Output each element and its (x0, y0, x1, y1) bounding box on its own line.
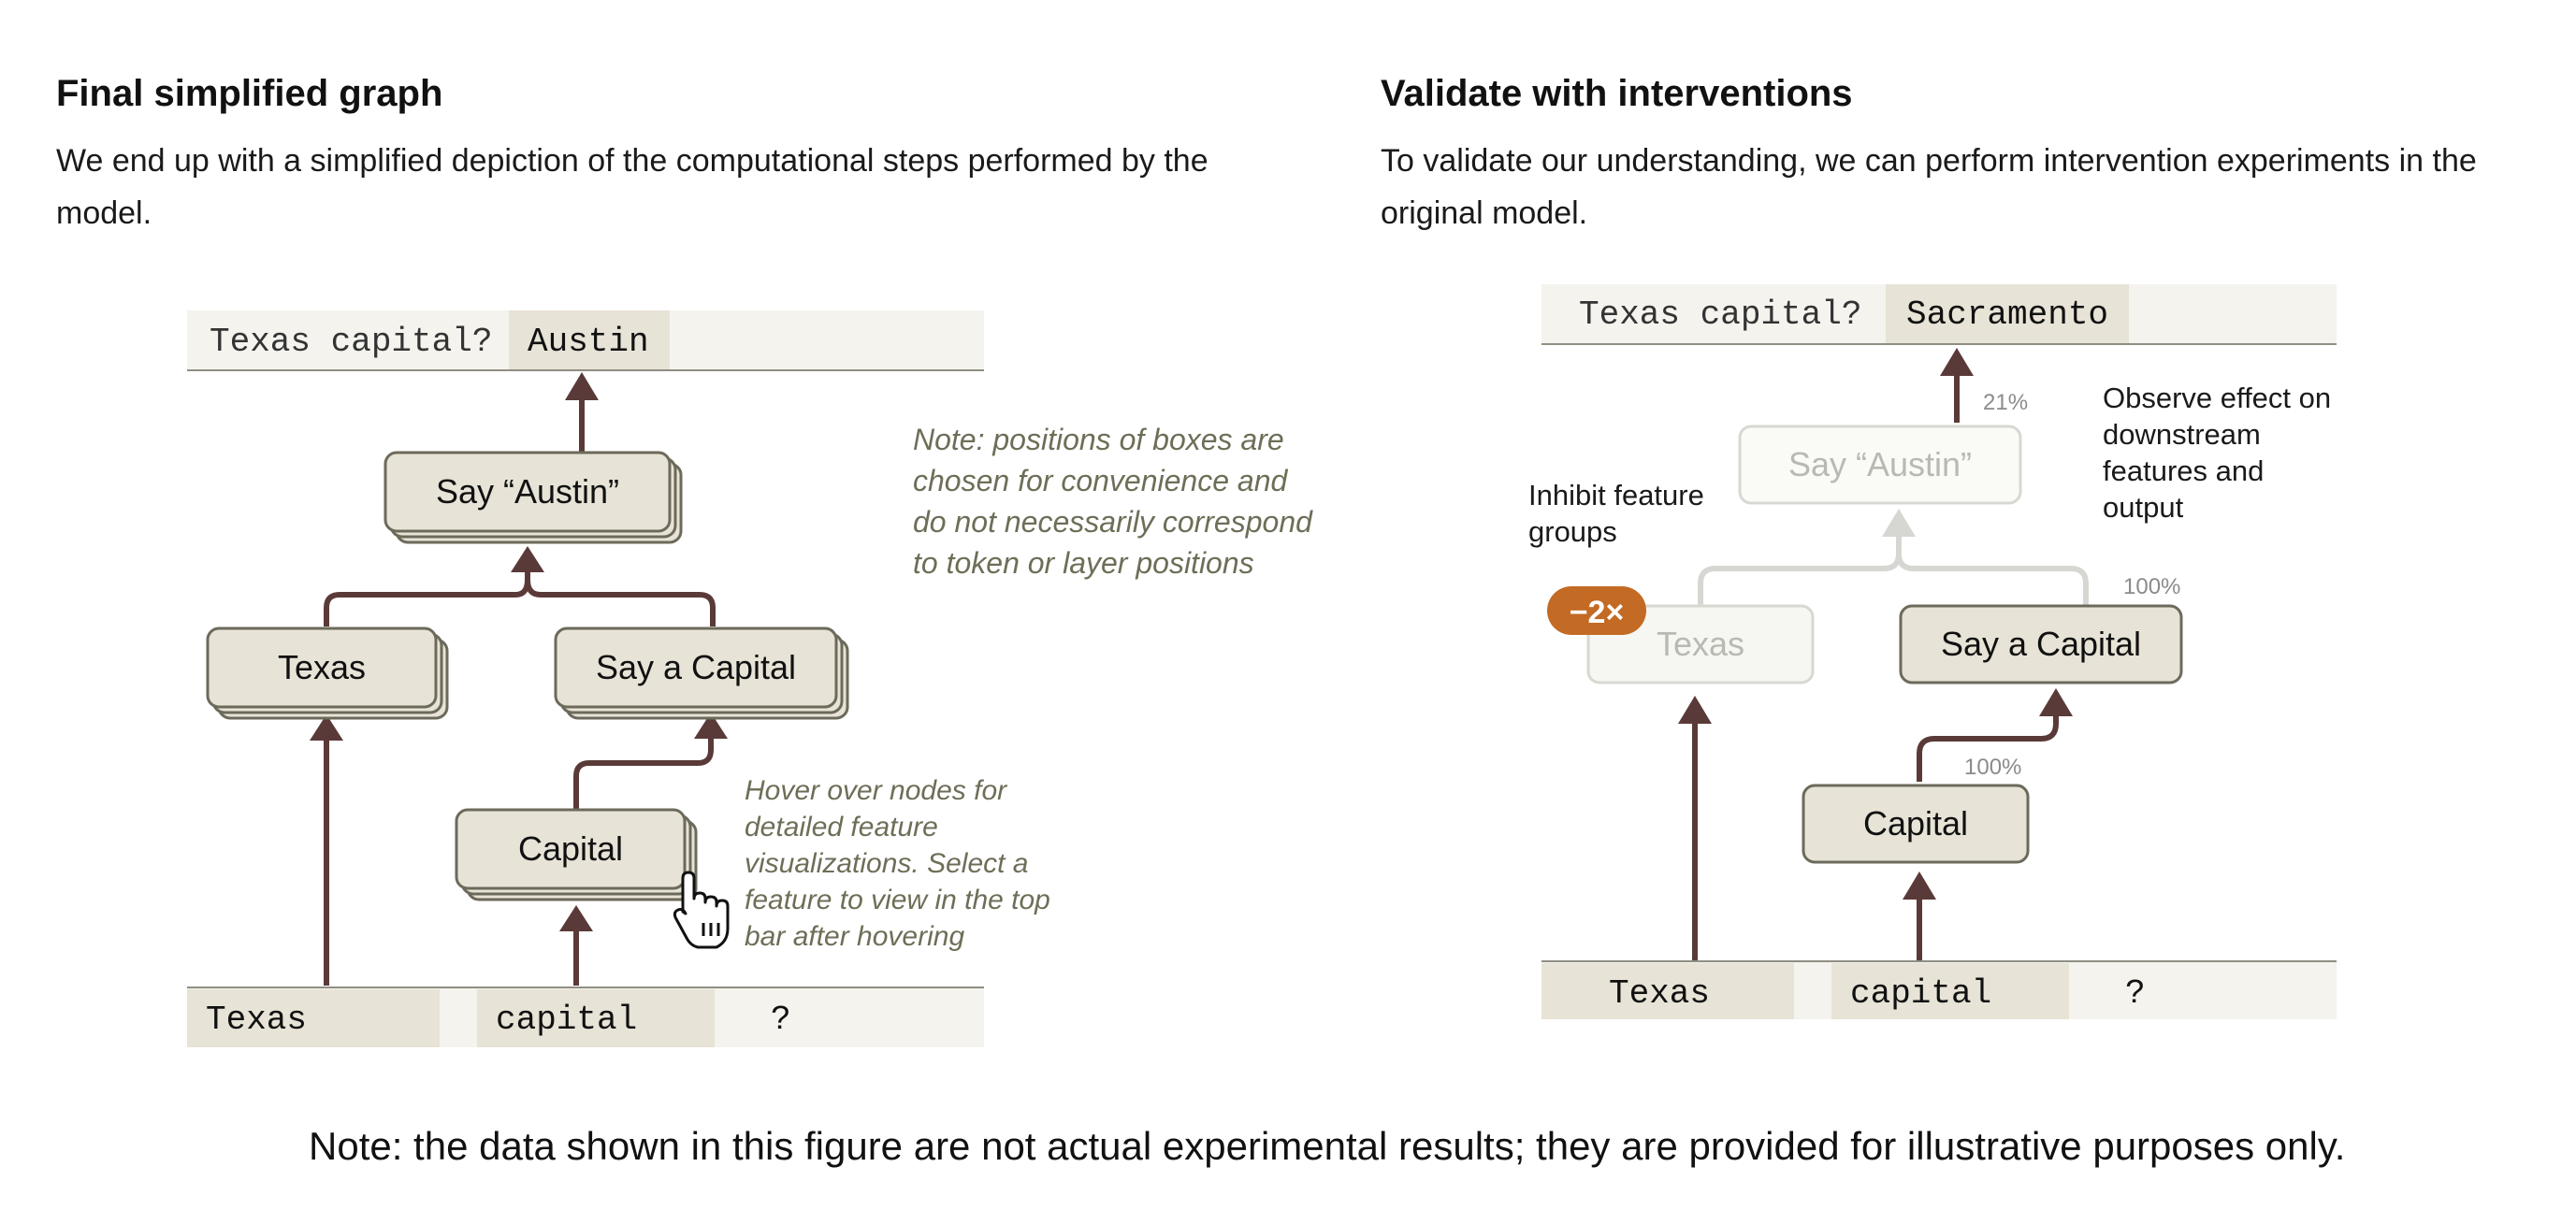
right-input-token-2[interactable]: ? (2125, 974, 2146, 1013)
left-note-positions: Note: positions of boxes are chosen for … (913, 423, 1312, 580)
left-node-say-austin-label: Say “Austin” (436, 472, 619, 511)
left-prompt-text: Texas capital? (210, 323, 492, 361)
left-token-texas-bg (187, 989, 440, 1047)
left-node-say-austin[interactable]: Say “Austin” (384, 451, 683, 544)
right-node-capital-label: Capital (1863, 804, 1968, 843)
left-node-capital-label: Capital (518, 829, 623, 868)
left-panel-title: Final simplified graph (56, 73, 443, 114)
pct-say-capital: 100% (2123, 574, 2180, 599)
left-node-say-capital[interactable]: Say a Capital (554, 627, 849, 720)
left-input-token-0[interactable]: Texas (206, 1001, 307, 1039)
left-graph: Texas capital? Austin Say “Austin” (187, 310, 984, 1047)
right-node-capital[interactable]: Capital (1802, 784, 2030, 864)
left-node-texas[interactable]: Texas (206, 627, 449, 720)
pct-capital: 100% (1964, 755, 2021, 780)
intervention-badge-label: −2× (1570, 595, 1625, 630)
right-graph: Texas capital? Sacramento Say “Austin” (1541, 284, 2337, 1019)
left-token-capital-bg (477, 989, 715, 1047)
right-node-texas-label: Texas (1657, 625, 1744, 663)
right-faded-edges (1698, 533, 2089, 606)
left-input-token-2[interactable]: ? (771, 1001, 791, 1039)
left-output-token: Austin (528, 323, 649, 361)
pct-output: 21% (1983, 390, 2028, 415)
right-prompt-text: Texas capital? (1579, 295, 1861, 334)
right-faded-arrowhead (1882, 509, 1916, 537)
right-token-texas-bg (1541, 963, 1794, 1019)
left-output-token-bg (509, 310, 670, 370)
left-arrowheads (310, 372, 728, 931)
right-arrowheads (1678, 348, 2073, 900)
left-note-hover: Hover over nodes for detailed feature vi… (745, 775, 1050, 952)
right-node-say-austin-label: Say “Austin” (1788, 445, 1972, 483)
right-output-token-bg (1886, 284, 2129, 344)
intervention-badge[interactable]: −2× (1547, 586, 1646, 635)
left-edges (324, 393, 716, 986)
footer-note: Note: the data shown in this figure are … (309, 1124, 2346, 1168)
right-token-capital-bg (1831, 963, 2069, 1019)
left-input-token-1[interactable]: capital (496, 1001, 637, 1039)
left-node-texas-label: Texas (278, 648, 366, 686)
right-node-say-capital[interactable]: Say a Capital (1899, 604, 2183, 684)
left-node-capital[interactable]: Capital (455, 808, 698, 901)
right-input-token-1[interactable]: capital (1850, 974, 1991, 1013)
observe-label: Observe effect on downstream features an… (2103, 382, 2332, 524)
hand-pointer-icon (673, 871, 730, 949)
right-output-token: Sacramento (1906, 295, 2108, 334)
right-node-say-austin[interactable]: Say “Austin” (1738, 425, 2022, 505)
left-panel-description: We end up with a simplified depiction of… (56, 143, 1208, 231)
right-node-texas[interactable]: Texas (1586, 604, 1815, 684)
right-input-token-0[interactable]: Texas (1609, 974, 1710, 1013)
right-edges (1692, 367, 2059, 961)
right-panel-title: Validate with interventions (1381, 73, 1853, 114)
right-node-say-capital-label: Say a Capital (1941, 625, 2141, 663)
right-panel-description: To validate our understanding, we can pe… (1381, 143, 2477, 231)
left-node-say-capital-label: Say a Capital (596, 648, 796, 686)
inhibit-label: Inhibit feature groups (1528, 479, 1704, 548)
